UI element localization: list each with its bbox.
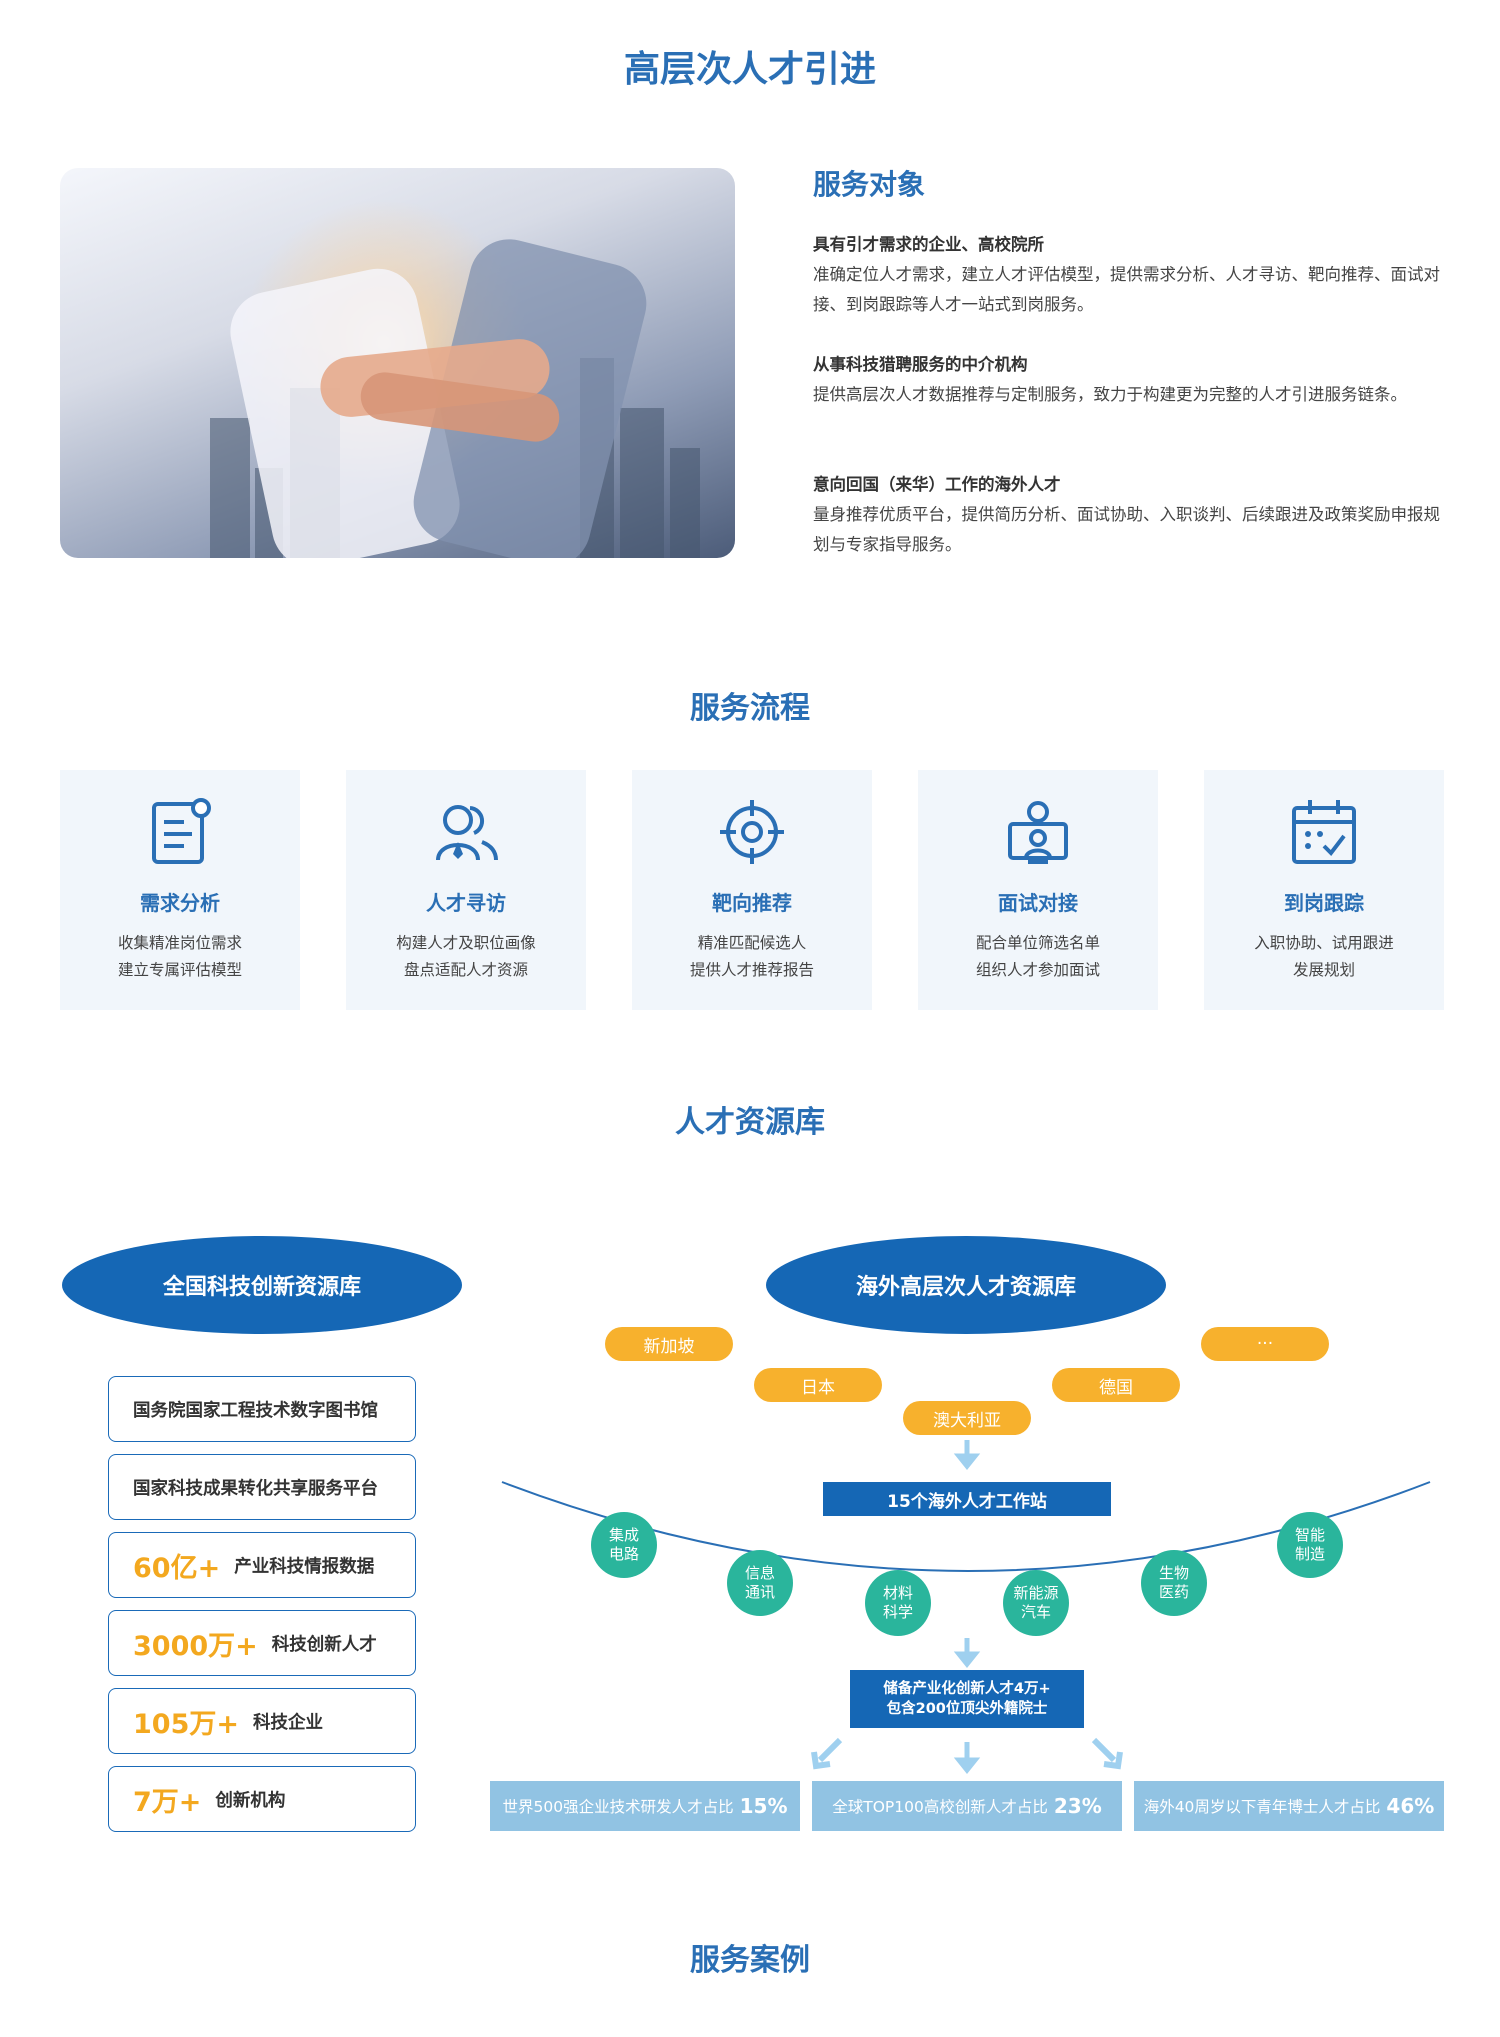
national-db-stat-value: 105万+ — [133, 1708, 239, 1740]
service-cases-heading: 服务案例 — [690, 1943, 810, 1978]
overseas-stat-label: 世界500强企业技术研发人才占比 — [502, 1798, 734, 1816]
service-object-title: 意向回国（来华）工作的海外人才 — [813, 475, 1061, 494]
field-circle: 信息 通讯 — [727, 1550, 793, 1616]
field-circle: 集成 电路 — [591, 1512, 657, 1578]
flow-card-line: 精准匹配候选人 — [697, 934, 807, 952]
overseas-stat-box: 世界500强企业技术研发人才占比 15% — [490, 1781, 800, 1831]
national-db-stat-label: 科技企业 — [252, 1712, 323, 1733]
country-pill: ··· — [1201, 1327, 1329, 1361]
national-db-stat: 105万+ 科技企业 — [108, 1688, 416, 1754]
flow-card-desc: 精准匹配候选人 提供人才推荐报告 — [632, 930, 872, 984]
overseas-stat-value: 46% — [1386, 1794, 1435, 1818]
overseas-stat-label: 全球TOP100高校创新人才占比 — [832, 1798, 1048, 1816]
national-db-stat-value: 7万+ — [133, 1786, 202, 1818]
national-db-item: 国务院国家工程技术数字图书馆 — [108, 1376, 416, 1442]
flow-card-interview: 面试对接 配合单位筛选名单 组织人才参加面试 — [918, 770, 1158, 1010]
flow-card-line: 构建人才及职位画像 — [396, 934, 536, 952]
hero-handshake-image — [60, 168, 735, 558]
field-circle: 新能源 汽车 — [1003, 1570, 1069, 1636]
national-db-stat-label: 创新机构 — [215, 1790, 286, 1811]
service-object-title: 具有引才需求的企业、高校院所 — [813, 235, 1044, 254]
overseas-stat-box: 海外40周岁以下青年博士人才占比 46% — [1134, 1781, 1444, 1831]
national-db-item-text: 国家科技成果转化共享服务平台 — [133, 1478, 378, 1499]
flow-card-line: 组织人才参加面试 — [975, 961, 1100, 979]
flow-card-desc: 入职协助、试用跟进 发展规划 — [1204, 930, 1444, 984]
national-db-ellipse: 全国科技创新资源库 — [62, 1236, 462, 1334]
reserve-talent-box: 储备产业化创新人才4万+ 包含200位顶尖外籍院士 — [850, 1670, 1084, 1728]
flow-card-line: 提供人才推荐报告 — [689, 961, 814, 979]
national-db-stat: 60亿+ 产业科技情报数据 — [108, 1532, 416, 1598]
interview-icon — [1008, 801, 1068, 864]
service-object-1: 具有引才需求的企业、高校院所 准确定位人才需求，建立人才评估模型，提供需求分析、… — [813, 230, 1443, 320]
field-circle: 智能 制造 — [1277, 1512, 1343, 1578]
service-object-title: 从事科技猎聘服务的中介机构 — [813, 355, 1028, 374]
overseas-stat-value: 15% — [739, 1794, 788, 1818]
users-icon — [436, 805, 498, 861]
overseas-db-ellipse: 海外高层次人才资源库 — [766, 1236, 1166, 1334]
field-circle: 材料 科学 — [865, 1570, 931, 1636]
service-object-3: 意向回国（来华）工作的海外人才 量身推荐优质平台，提供简历分析、面试协助、入职谈… — [813, 470, 1443, 560]
country-pill: 新加坡 — [605, 1327, 733, 1361]
field-circle: 生物 医药 — [1141, 1550, 1207, 1616]
flow-card-targeted-recommendation: 靶向推荐 精准匹配候选人 提供人才推荐报告 — [632, 770, 872, 1010]
flow-card-talent-search: 人才寻访 构建人才及职位画像 盘点适配人才资源 — [346, 770, 586, 1010]
overseas-stat-box: 全球TOP100高校创新人才占比 23% — [812, 1781, 1122, 1831]
flow-card-title: 靶向推荐 — [712, 891, 792, 915]
reserve-talent-line: 储备产业化创新人才4万+ — [883, 1681, 1051, 1697]
page-title: 高层次人才引进 — [623, 49, 876, 90]
flow-card-desc: 配合单位筛选名单 组织人才参加面试 — [918, 930, 1158, 984]
flow-card-line: 发展规划 — [1292, 961, 1355, 979]
target-icon — [720, 800, 784, 864]
overseas-stat-label: 海外40周岁以下青年博士人才占比 — [1143, 1798, 1381, 1816]
national-db-stat-value: 3000万+ — [133, 1630, 258, 1662]
reserve-talent-line: 包含200位顶尖外籍院士 — [886, 1701, 1048, 1717]
service-flow-heading: 服务流程 — [690, 691, 810, 726]
flow-card-line: 建立专属评估模型 — [117, 961, 242, 979]
document-icon — [152, 798, 211, 864]
flow-card-line: 入职协助、试用跟进 — [1254, 934, 1394, 952]
country-pill: 澳大利亚 — [903, 1401, 1031, 1435]
flow-card-title: 面试对接 — [998, 891, 1078, 915]
national-db-stat: 7万+ 创新机构 — [108, 1766, 416, 1832]
flow-card-title: 到岗跟踪 — [1284, 891, 1364, 915]
flow-card-line: 盘点适配人才资源 — [403, 961, 528, 979]
calendar-check-icon — [1292, 800, 1356, 864]
flow-card-title: 需求分析 — [140, 891, 220, 915]
overseas-stations-box: 15个海外人才工作站 — [823, 1482, 1111, 1516]
flow-card-desc: 收集精准岗位需求 建立专属评估模型 — [60, 930, 300, 984]
service-object-desc: 量身推荐优质平台，提供简历分析、面试协助、入职谈判、后续跟进及政策奖励申报规划与… — [813, 505, 1440, 554]
flow-card-onboarding: 到岗跟踪 入职协助、试用跟进 发展规划 — [1204, 770, 1444, 1010]
flow-card-line: 收集精准岗位需求 — [117, 934, 242, 952]
flow-card-line: 配合单位筛选名单 — [975, 934, 1100, 952]
overseas-stat-value: 23% — [1053, 1794, 1102, 1818]
country-pill: 德国 — [1052, 1368, 1180, 1402]
talent-db-heading: 人才资源库 — [675, 1105, 825, 1140]
flow-card-demand-analysis: 需求分析 收集精准岗位需求 建立专属评估模型 — [60, 770, 300, 1010]
national-db-stat-value: 60亿+ — [133, 1552, 221, 1584]
flow-card-title: 人才寻访 — [426, 891, 506, 915]
national-db-stat: 3000万+ 科技创新人才 — [108, 1610, 416, 1676]
service-objects-heading: 服务对象 — [813, 168, 926, 201]
service-object-desc: 提供高层次人才数据推荐与定制服务，致力于构建更为完整的人才引进服务链条。 — [813, 385, 1407, 404]
national-db-item: 国家科技成果转化共享服务平台 — [108, 1454, 416, 1520]
service-object-desc: 准确定位人才需求，建立人才评估模型，提供需求分析、人才寻访、靶向推荐、面试对接、… — [813, 265, 1440, 314]
national-db-item-text: 国务院国家工程技术数字图书馆 — [133, 1400, 378, 1421]
national-db-stat-label: 产业科技情报数据 — [234, 1556, 375, 1577]
country-pill: 日本 — [754, 1368, 882, 1402]
national-db-stat-label: 科技创新人才 — [271, 1634, 377, 1655]
flow-card-desc: 构建人才及职位画像 盘点适配人才资源 — [346, 930, 586, 984]
service-object-2: 从事科技猎聘服务的中介机构 提供高层次人才数据推荐与定制服务，致力于构建更为完整… — [813, 350, 1443, 410]
